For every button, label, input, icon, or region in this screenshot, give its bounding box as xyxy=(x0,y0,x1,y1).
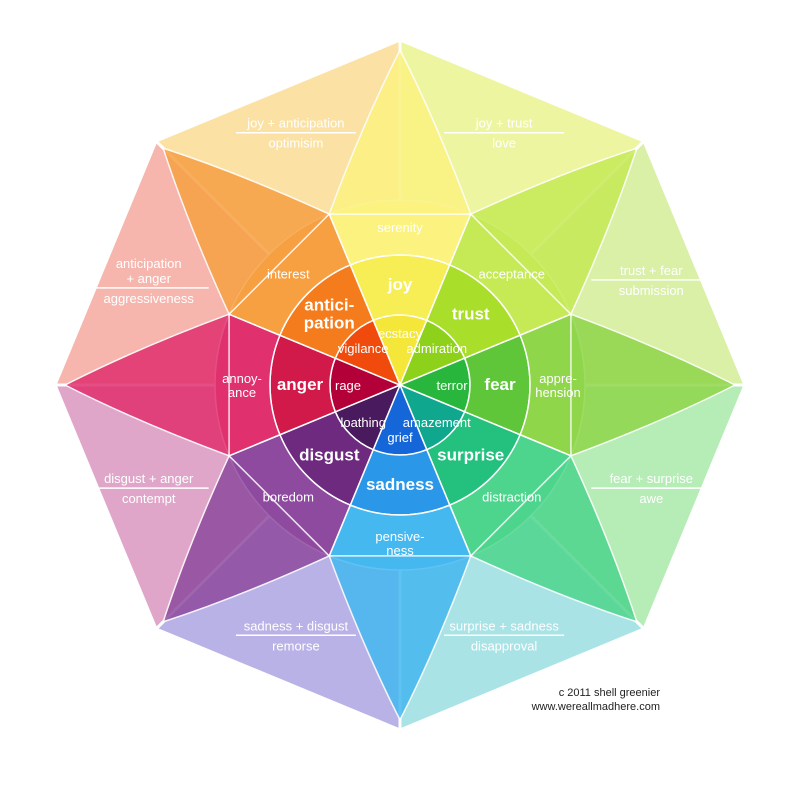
combo-bottom-text: optimisim xyxy=(268,136,323,151)
credit-block: c 2011 shell greenier www.wereallmadhere… xyxy=(532,686,660,714)
petal-disgust xyxy=(161,383,402,624)
combo-top-text: joy + trust xyxy=(475,116,533,131)
credit-url: www.wereallmadhere.com xyxy=(531,701,660,713)
combo-bottom-text: submission xyxy=(619,283,684,298)
petal-inner-label: loathing xyxy=(340,415,386,430)
petal-outer-label: pensive- xyxy=(375,529,424,544)
petal-outer-label: ness xyxy=(386,543,414,558)
combo-top-text: fear + surprise xyxy=(610,471,693,486)
petal-anticipation xyxy=(161,146,402,387)
petal-inner-label: rage xyxy=(335,378,361,393)
combo-bottom-text: remorse xyxy=(272,638,320,653)
combo-bottom-text: aggressiveness xyxy=(104,291,195,306)
petal-outer-label: acceptance xyxy=(478,266,545,281)
combo-top-text: + anger xyxy=(126,271,171,286)
petal-tip-surprise xyxy=(469,454,639,624)
combo-label-trust-fear: trust + fear submission xyxy=(591,263,712,298)
petal-joy xyxy=(328,48,472,387)
combo-label-anticipation-joy: joy + anticipation optimisim xyxy=(235,116,356,151)
petal-inner-label: terror xyxy=(436,378,468,393)
petal-surprise xyxy=(398,383,639,624)
combo-bottom-text: contempt xyxy=(122,491,176,506)
combo-top-text: trust + fear xyxy=(620,263,683,278)
petal-tip-sadness xyxy=(328,555,472,722)
petal-middle-label: joy xyxy=(387,275,413,294)
petal-middle-label: surprise xyxy=(437,446,504,465)
emotion-labels: joy + trust love trust + fear submission fea… xyxy=(88,116,712,653)
petal-tip-anticipation xyxy=(161,146,331,316)
petal-inner-label: grief xyxy=(387,430,413,445)
petal-anger xyxy=(63,313,402,457)
combo-label-disgust-anger: disgust + anger contempt xyxy=(88,471,209,506)
petal-tip-anger xyxy=(63,313,230,457)
petal-outer-label: boredom xyxy=(263,490,314,505)
petal-outer-label: serenity xyxy=(377,220,423,235)
petal-outer-label: appre- xyxy=(539,371,577,386)
combo-top-text: disgust + anger xyxy=(104,471,194,486)
petal-middle-label: fear xyxy=(484,375,516,394)
combo-label-sadness-disgust: sadness + disgust remorse xyxy=(235,618,356,653)
credit-copyright: c 2011 shell greenier xyxy=(558,687,660,699)
combo-top-text: anticipation xyxy=(116,256,182,271)
petal-inner-label: vigilance xyxy=(338,341,389,356)
petal-trust xyxy=(398,146,639,387)
petal-tip-fear xyxy=(570,313,737,457)
combo-bottom-text: love xyxy=(492,136,516,151)
combo-top-text: joy + anticipation xyxy=(246,116,344,131)
emotion-petals xyxy=(63,48,737,722)
combo-top-text: surprise + sadness xyxy=(449,618,559,633)
petal-middle-label: trust xyxy=(452,304,490,323)
combo-top-text: sadness + disgust xyxy=(244,618,349,633)
petal-outer-label: annoy- xyxy=(222,371,262,386)
combo-bottom-text: disapproval xyxy=(471,638,538,653)
petal-middle-label: sadness xyxy=(366,475,434,494)
petal-middle-label: disgust xyxy=(299,446,360,465)
petal-middle-label: pation xyxy=(304,313,355,332)
petal-tip-trust xyxy=(469,146,639,316)
petal-middle-label: antici- xyxy=(304,295,354,314)
petal-tip-joy xyxy=(328,48,472,215)
combo-label-anger-anticipation: anticipation+ anger aggressiveness xyxy=(88,256,209,306)
petal-outer-label: distraction xyxy=(482,490,541,505)
combo-label-fear-surprise: fear + surprise awe xyxy=(591,471,712,506)
petal-middle-label: anger xyxy=(277,375,324,394)
petal-outer-label: ance xyxy=(228,385,256,400)
petal-inner-label: amazement xyxy=(403,415,471,430)
petal-inner-label: admiration xyxy=(406,341,467,356)
combo-label-joy-trust: joy + trust love xyxy=(444,116,565,151)
petal-outer-label: interest xyxy=(267,266,310,281)
petal-inner-label: ecstacy xyxy=(378,326,423,341)
petal-outer-label: hension xyxy=(535,385,581,400)
petal-tip-disgust xyxy=(161,454,331,624)
combo-bottom-text: awe xyxy=(639,491,663,506)
combo-label-surprise-sadness: surprise + sadness disapproval xyxy=(444,618,565,653)
